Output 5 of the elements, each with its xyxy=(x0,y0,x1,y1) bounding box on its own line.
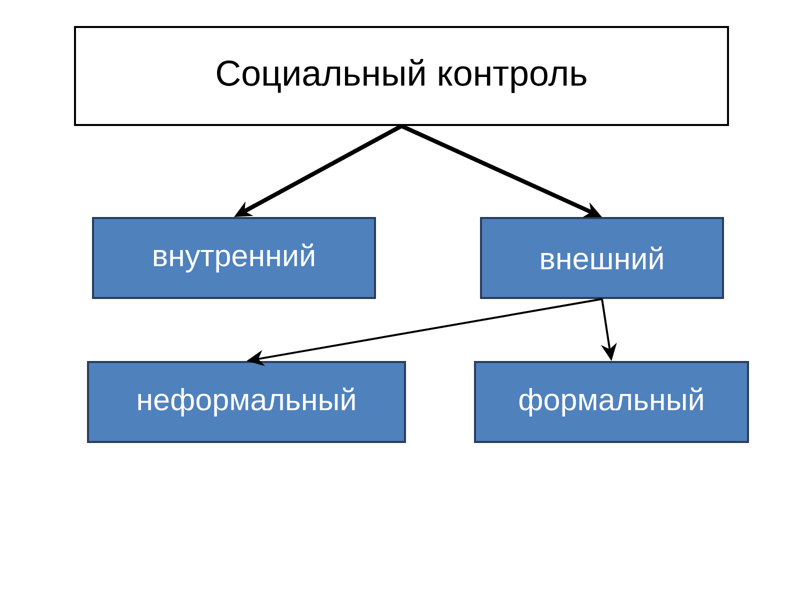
category-box: внешний xyxy=(480,217,724,299)
category-box: формальный xyxy=(474,361,749,443)
title-box: Социальный контроль xyxy=(74,26,729,126)
category-box: неформальный xyxy=(87,361,406,443)
category-box: внутренний xyxy=(92,217,376,299)
